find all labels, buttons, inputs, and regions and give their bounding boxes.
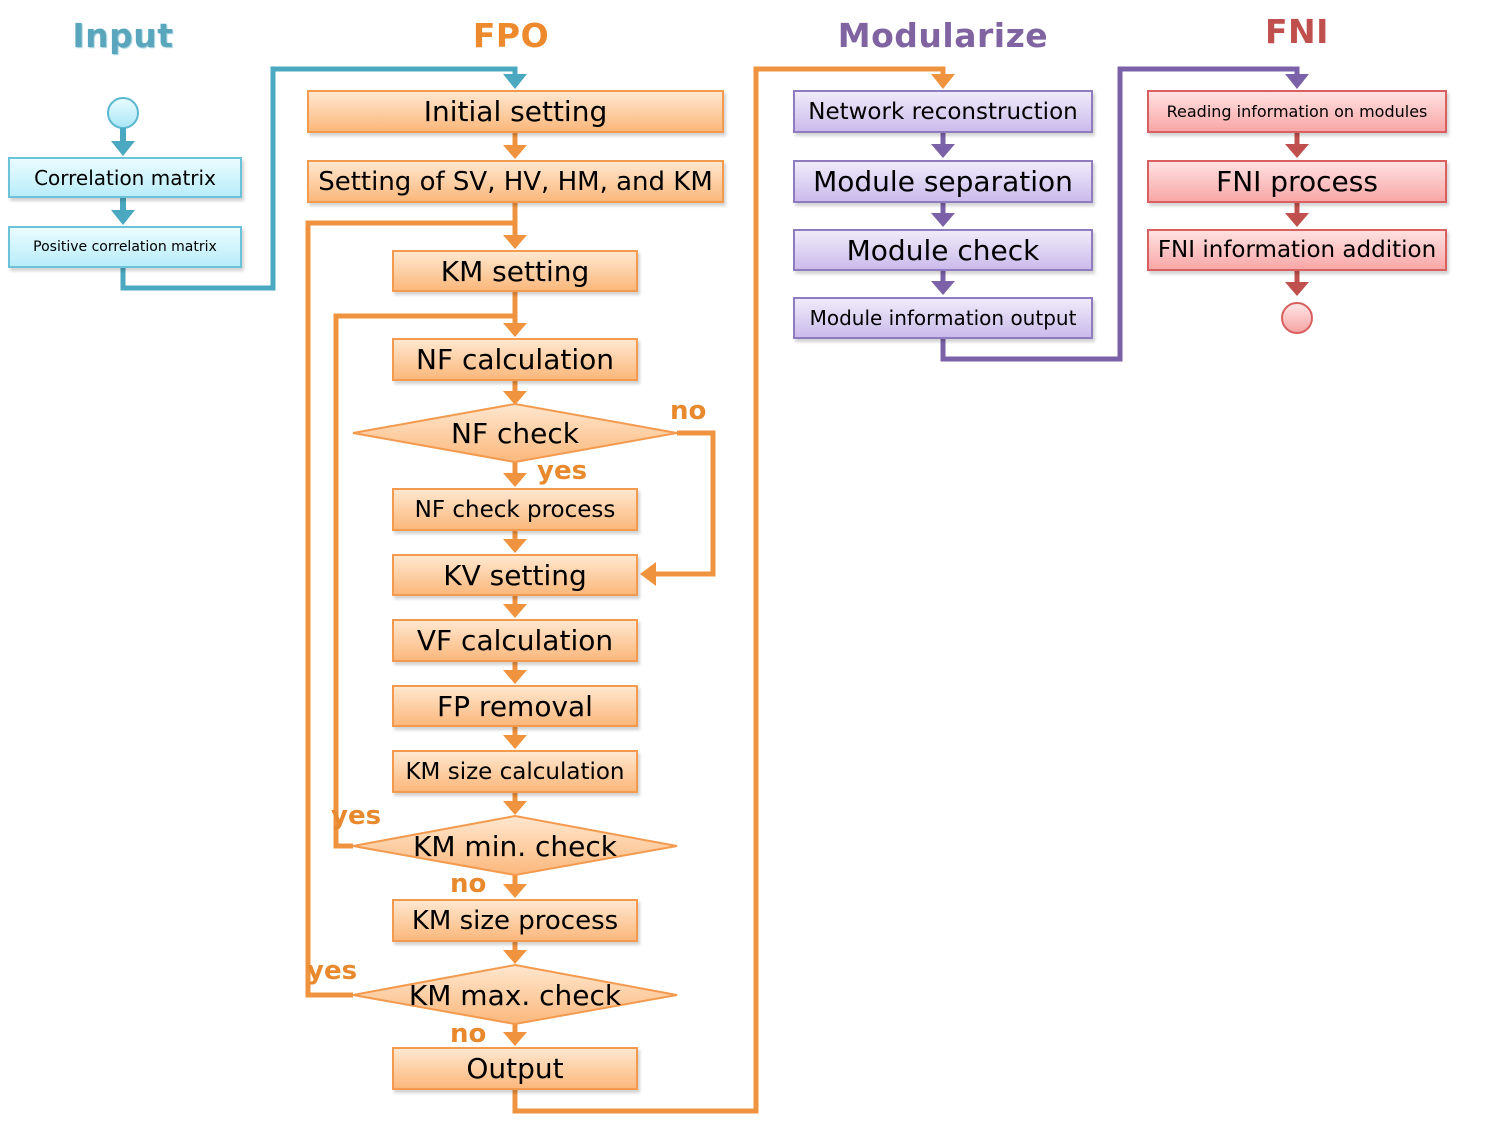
end-node <box>1281 302 1313 334</box>
km-size-calculation-step: KM size calculation <box>392 750 638 793</box>
km-min-check-label: KM min. check <box>413 829 617 863</box>
km-min-check-diamond <box>352 814 678 877</box>
km-max-check-label: KM max. check <box>408 978 622 1012</box>
modularize-connectors <box>931 66 1309 362</box>
correlation-matrix-step: Correlation matrix <box>8 157 242 198</box>
modularize-title: Modularize <box>837 16 1049 55</box>
nf-check-yes-label: yes <box>537 456 588 486</box>
fni-information-addition-step: FNI information addition <box>1147 229 1447 271</box>
nf-check-process-step: NF check process <box>392 488 638 531</box>
fpo-connectors <box>305 66 955 1114</box>
initial-setting-step: Initial setting <box>307 90 724 133</box>
input-connectors <box>107 66 527 291</box>
km-min-yes-label: yes <box>331 801 382 831</box>
module-check-step: Module check <box>793 229 1093 271</box>
km-max-check-diamond <box>352 963 678 1026</box>
fp-removal-step: FP removal <box>392 685 638 727</box>
module-separation-step: Module separation <box>793 160 1093 203</box>
input-title: Input <box>72 16 174 55</box>
vf-calculation-step: VF calculation <box>392 619 638 662</box>
fni-process-step: FNI process <box>1147 160 1447 203</box>
nf-check-diamond <box>352 402 678 464</box>
kv-setting-step: KV setting <box>392 554 638 596</box>
positive-correlation-matrix-step: Positive correlation matrix <box>8 226 242 268</box>
reading-information-on-modules-step: Reading information on modules <box>1147 90 1447 133</box>
nf-check-no-label: no <box>670 396 707 426</box>
setting-sv-hv-hm-km-step: Setting of SV, HV, HM, and KM <box>307 160 724 203</box>
network-reconstruction-step: Network reconstruction <box>793 90 1093 133</box>
start-node <box>107 97 139 129</box>
km-size-process-step: KM size process <box>392 899 638 942</box>
output-step: Output <box>392 1047 638 1090</box>
km-max-yes-label: yes <box>307 956 358 986</box>
fpo-title: FPO <box>472 16 550 55</box>
nf-calculation-step: NF calculation <box>392 338 638 381</box>
fpo-decisions <box>352 402 678 1026</box>
km-min-no-label: no <box>450 869 487 899</box>
km-max-no-label: no <box>450 1019 487 1049</box>
fni-connectors <box>1281 133 1313 334</box>
fni-title: FNI <box>1265 12 1329 51</box>
km-setting-step: KM setting <box>392 250 638 292</box>
module-information-output-step: Module information output <box>793 297 1093 339</box>
nf-check-label: NF check <box>451 416 579 450</box>
